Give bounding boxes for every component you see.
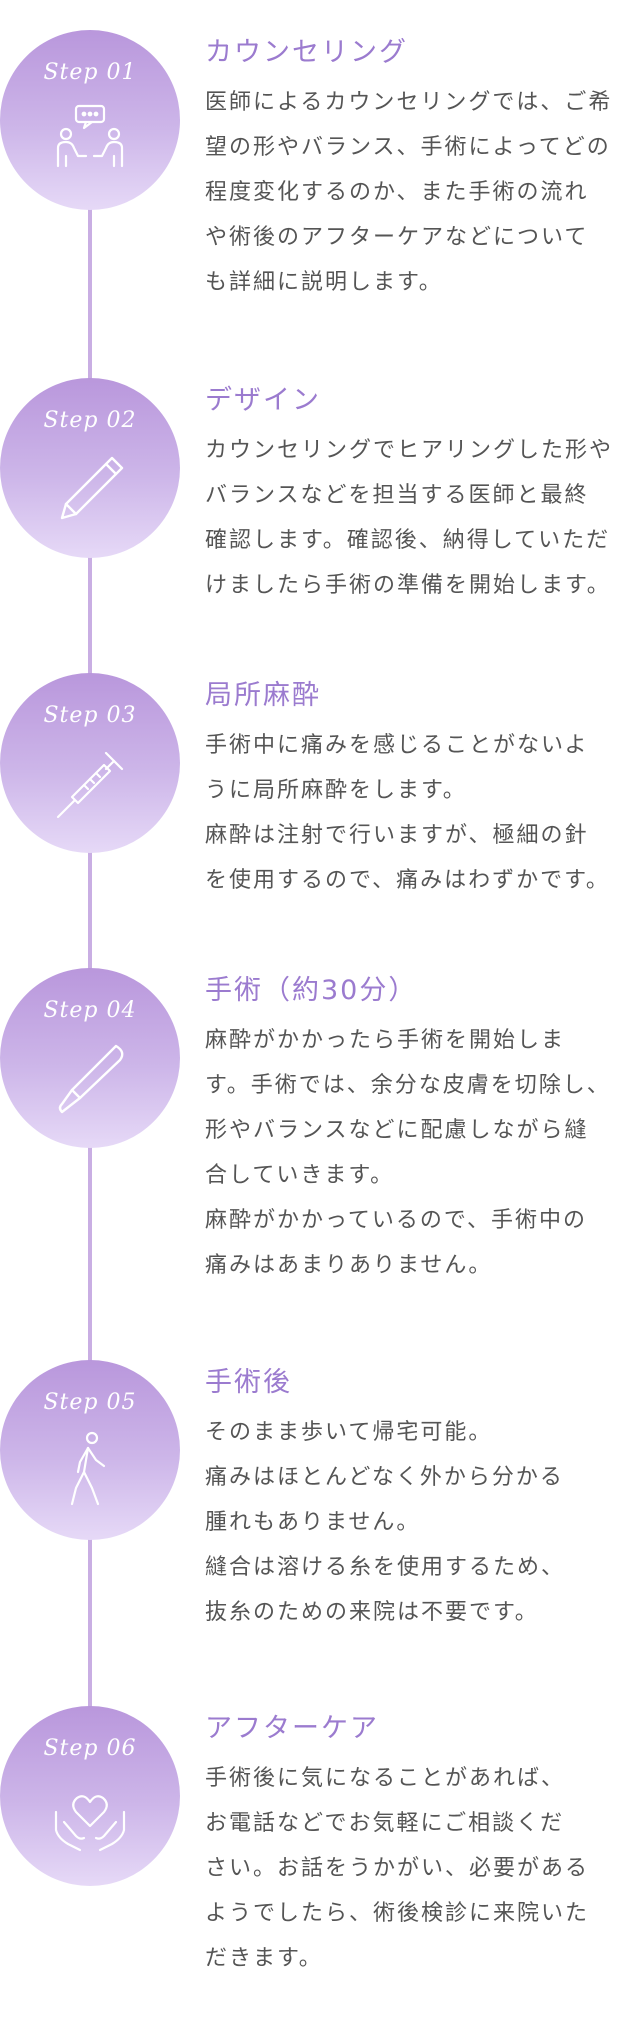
step-title: 手術後: [205, 1367, 292, 1398]
step-number-label: Step 02: [43, 408, 137, 433]
scalpel-icon: [50, 1038, 130, 1118]
description-line: 麻酔がかかっているので、手術中の: [205, 1208, 588, 1233]
step-description: そのまま歩いて帰宅可能。 痛みはほとんどなく外から分かる 腫れもありません。 縫…: [205, 1410, 625, 1635]
description-line: も詳細に説明します。: [205, 270, 443, 295]
description-line: 麻酔は注射で行いますが、極細の針: [205, 823, 589, 848]
description-line: さい。お話をうかがい、必要がある: [205, 1856, 590, 1881]
description-line: 程度変化するのか、また手術の流れ: [205, 180, 589, 205]
description-line: だきます。: [205, 1946, 323, 1971]
step-number-label: Step 05: [43, 1390, 137, 1415]
step-number-label: Step 06: [43, 1736, 137, 1761]
description-line: 抜糸のための来院は不要です。: [205, 1600, 539, 1625]
counseling-icon: [50, 100, 130, 180]
step-circle: Step 02: [0, 378, 180, 558]
step-circle: Step 04: [0, 968, 180, 1148]
description-line: 腫れもありません。: [205, 1510, 421, 1535]
step-circle: Step 06: [0, 1706, 180, 1886]
description-line: 望の形やバランス、手術によってどの: [205, 135, 611, 160]
step-description: 手術中に痛みを感じることがないよ うに局所麻酔をします。 麻酔は注射で行いますが…: [205, 723, 625, 903]
description-line: 合していきます。: [205, 1163, 395, 1188]
step-number-label: Step 01: [43, 60, 137, 85]
description-line: 痛みはあまりありません。: [205, 1253, 493, 1278]
description-line: 形やバランスなどに配慮しながら縫: [205, 1118, 589, 1143]
description-line: 麻酔がかかったら手術を開始しま: [205, 1028, 566, 1053]
description-line: お電話などでお気軽にご相談くだ: [205, 1811, 565, 1836]
description-line: うに局所麻酔をします。: [205, 778, 467, 803]
description-line: や術後のアフターケアなどについて: [205, 225, 589, 250]
description-line: 医師によるカウンセリングでは、ご希: [205, 90, 613, 115]
step-circle: Step 05: [0, 1360, 180, 1540]
heart-hands-icon: [50, 1776, 130, 1856]
description-line: カウンセリングでヒアリングした形や: [205, 438, 614, 463]
description-line: 手術中に痛みを感じることがないよ: [205, 733, 589, 758]
description-line: 手術後に気になることがあれば、: [205, 1766, 566, 1791]
syringe-icon: [50, 743, 130, 823]
pencil-icon: [50, 448, 130, 528]
description-line: バランスなどを担当する医師と最終: [205, 483, 589, 508]
description-line: を使用するので、痛みはわずかです。: [205, 868, 610, 893]
description-line: 確認します。確認後、納得していただ: [205, 528, 611, 553]
description-line: 痛みはほとんどなく外から分かる: [205, 1465, 564, 1490]
step-description: カウンセリングでヒアリングした形や バランスなどを担当する医師と最終 確認します…: [205, 428, 625, 608]
step-title: 局所麻酔: [205, 680, 321, 711]
step-title: デザイン: [205, 385, 321, 416]
walking-person-icon: [50, 1430, 130, 1510]
step-title: カウンセリング: [205, 37, 408, 68]
description-line: 縫合は溶ける糸を使用するため、: [205, 1555, 566, 1580]
step-description: 手術後に気になることがあれば、 お電話などでお気軽にご相談くだ さい。お話をうか…: [205, 1756, 625, 1981]
step-circle: Step 01: [0, 30, 180, 210]
step-title: 手術（約30分）: [205, 975, 418, 1006]
description-line: そのまま歩いて帰宅可能。: [205, 1420, 493, 1445]
description-line: けましたら手術の準備を開始します。: [205, 573, 611, 598]
step-number-label: Step 03: [43, 703, 137, 728]
step-circle: Step 03: [0, 673, 180, 853]
step-title: アフターケア: [205, 1713, 379, 1744]
step-number-label: Step 04: [43, 998, 137, 1023]
step-description: 麻酔がかかったら手術を開始しま す。手術では、余分な皮膚を切除し、 形やバランス…: [205, 1018, 625, 1288]
description-line: す。手術では、余分な皮膚を切除し、: [205, 1073, 611, 1098]
description-line: ようでしたら、術後検診に来院いた: [205, 1901, 590, 1926]
step-description: 医師によるカウンセリングでは、ご希 望の形やバランス、手術によってどの 程度変化…: [205, 80, 625, 305]
